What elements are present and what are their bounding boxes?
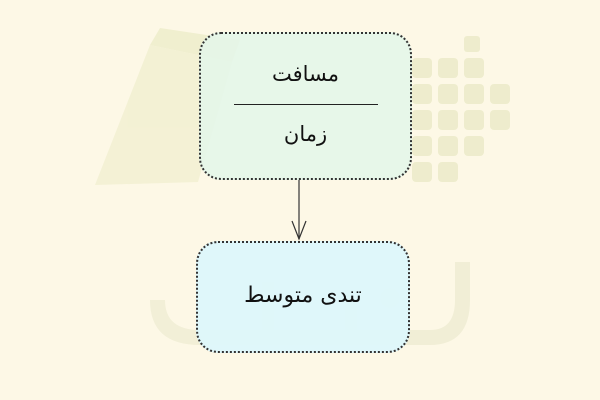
numerator-label: مسافت xyxy=(271,62,340,86)
fraction-box: مسافت زمان xyxy=(199,32,412,180)
down-arrow-icon xyxy=(291,180,307,241)
fraction-bar xyxy=(234,104,378,105)
result-box: تندی متوسط xyxy=(196,241,410,353)
denominator-label: زمان xyxy=(283,122,328,146)
average-speed-label: تندی متوسط xyxy=(244,283,362,308)
watermark-grid-icon xyxy=(412,36,510,182)
